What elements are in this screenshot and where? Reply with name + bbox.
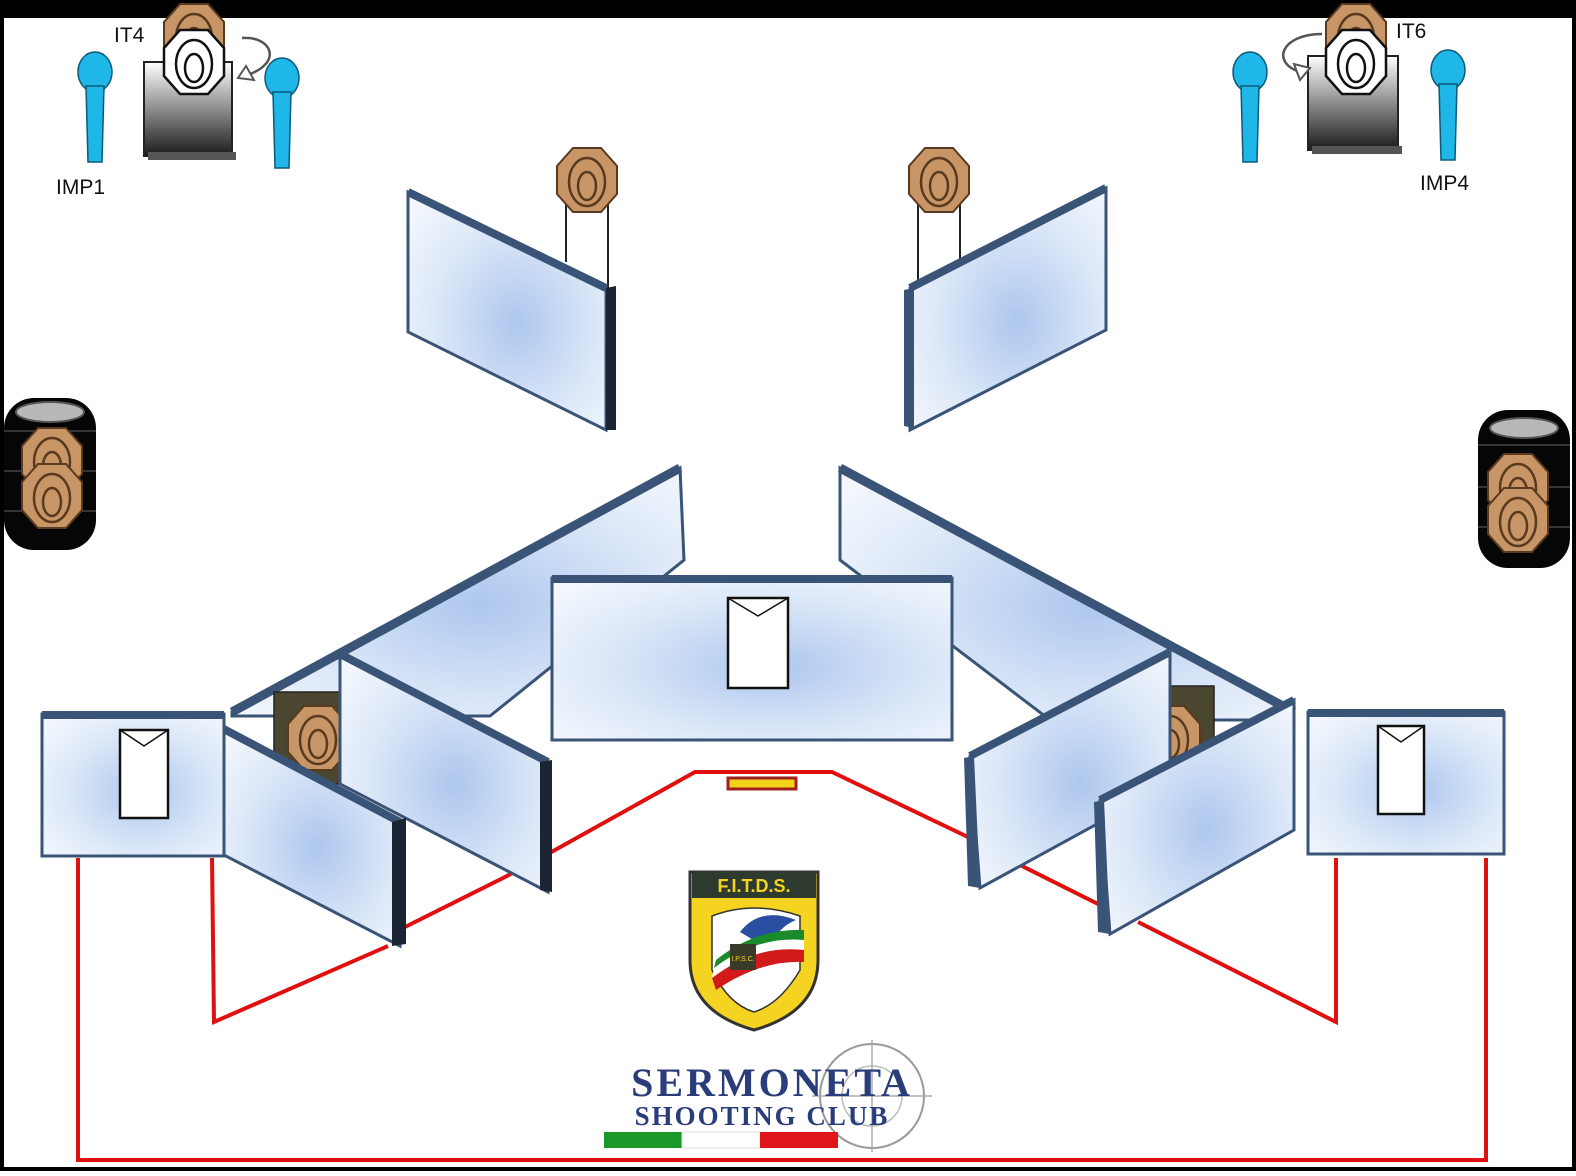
- door-icon: [118, 728, 170, 820]
- upper-right-wall: [904, 146, 1108, 433]
- door-icon: [1376, 724, 1426, 816]
- door-icon: [726, 596, 790, 690]
- label-imp1: IMP1: [56, 176, 106, 199]
- paper-target-icon: [20, 462, 84, 530]
- paper-target-icon: [162, 28, 226, 96]
- tire-stack-icon: [4, 398, 96, 550]
- upper-left-wall: [406, 146, 619, 433]
- tire-stack-icon: [1478, 410, 1570, 568]
- right-box-wall: [1306, 709, 1506, 856]
- club-name-line1: SERMONETA: [631, 1060, 913, 1105]
- swinger-icon: [1307, 2, 1402, 154]
- title-bar: [0, 0, 1576, 18]
- right-angled-wall-front: [1094, 696, 1296, 937]
- left-box-wall: [40, 711, 226, 858]
- paper-target-icon: [1486, 486, 1550, 554]
- fitds-logo: F.I.T.D.S. I.P.S.C.: [684, 866, 824, 1036]
- left-angled-wall-back: [338, 650, 552, 895]
- paper-target-icon: [1324, 28, 1388, 96]
- paper-target-icon: [555, 146, 619, 214]
- club-name-line2: SHOOTING CLUB: [635, 1101, 890, 1131]
- label-it6: IT6: [1396, 20, 1427, 43]
- rotation-arrow-icon: [236, 36, 271, 82]
- swinger-icon: [143, 2, 236, 160]
- label-it4: IT4: [114, 24, 145, 47]
- left-angled-wall-front: [216, 722, 406, 949]
- rotation-arrow-icon: [1282, 32, 1323, 82]
- start-position-icon: [726, 776, 798, 791]
- center-wall: [550, 575, 954, 742]
- fitds-name: F.I.T.D.S.: [717, 876, 790, 896]
- fitds-badge: I.P.S.C.: [731, 956, 754, 963]
- paper-target-icon: [907, 146, 971, 214]
- label-imp4: IMP4: [1420, 172, 1470, 195]
- club-logo: SERMONETA SHOOTING CLUB: [604, 1040, 932, 1152]
